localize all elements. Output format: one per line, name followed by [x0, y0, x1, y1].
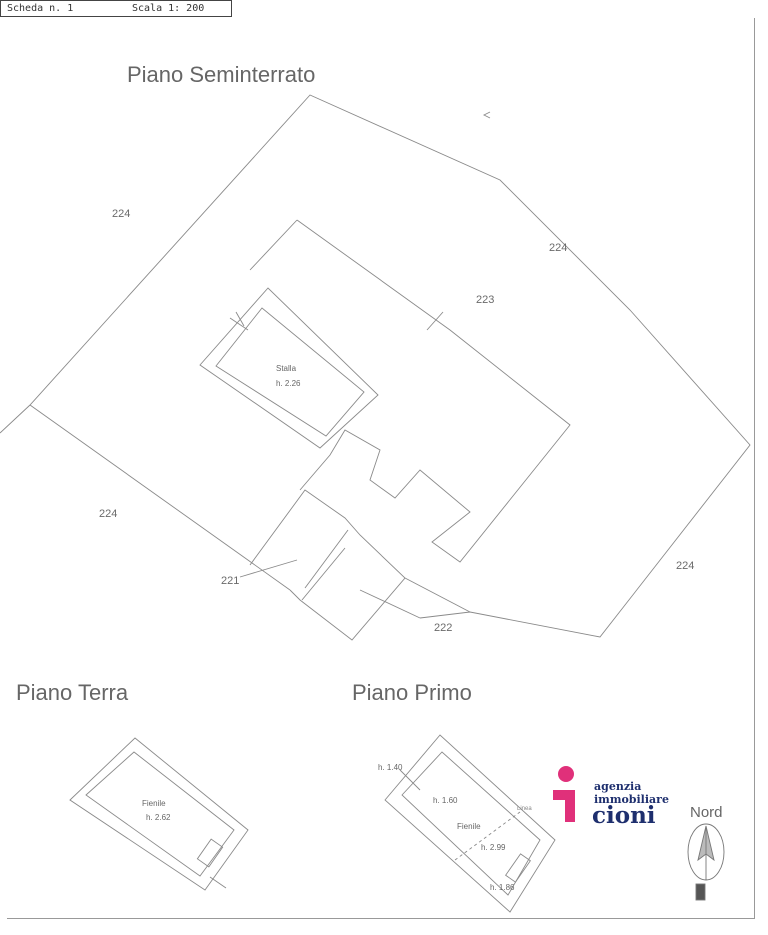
- linea-label: Linea: [517, 806, 532, 812]
- parcel-224-label: 224: [676, 560, 695, 572]
- room-stalla-height: h. 2.26: [276, 379, 301, 388]
- parcel-224-left-edge: [29, 404, 291, 591]
- room-fienile-primo-name: Fienile: [457, 822, 481, 831]
- logo-line-cioni: cioni: [592, 802, 656, 829]
- small-arrow-mark: [482, 111, 491, 119]
- logo-line-immobiliare: immobiliare: [594, 793, 669, 806]
- scale-label: Scala 1: 200: [132, 3, 205, 14]
- primo-inner-wall: [401, 751, 541, 896]
- header-box: Scheda n. 1 Scala 1: 200: [0, 0, 232, 17]
- room-fienile-terra-name: Fienile: [142, 799, 166, 808]
- height-label: h. 1.60: [433, 796, 458, 805]
- parcel-224-boundary: [0, 94, 751, 638]
- parcel-224-label: 224: [112, 208, 131, 220]
- cioni-logo-mark: [553, 766, 575, 822]
- parcel-223-label: 223: [476, 294, 495, 306]
- height-label: h. 1.86: [490, 883, 515, 892]
- parcel-224-label: 224: [99, 508, 118, 520]
- parcel-222-edge: [404, 577, 471, 613]
- terra-door: [209, 876, 227, 889]
- building-223-inner: [249, 219, 298, 271]
- primo-linea-dashed: [454, 811, 521, 861]
- building-221-wall-b: [301, 547, 346, 601]
- terra-stair: [196, 838, 224, 868]
- north-compass: [687, 823, 725, 901]
- primo-stair: [505, 853, 531, 883]
- terra-inner-wall: [85, 751, 235, 877]
- stalla-stair-a: [229, 317, 249, 331]
- primo-outer-wall: [384, 734, 556, 913]
- parcel-222-label: 222: [434, 622, 453, 634]
- building-221-outline: [249, 489, 406, 641]
- height-label: h. 2.99: [481, 843, 506, 852]
- terra-outer-wall: [69, 737, 249, 891]
- parcel-221-label: 221: [221, 575, 240, 587]
- stalla-stair-b: [235, 311, 245, 327]
- scheda-number: Scheda n. 1: [7, 3, 74, 14]
- building-wall-cut: [426, 311, 444, 331]
- stalla-outer-wall: [199, 287, 379, 449]
- building-221-wall-a: [304, 529, 349, 589]
- primo-h140-pointer: [399, 769, 421, 791]
- title-piano-primo: Piano Primo: [352, 680, 472, 705]
- compass-label: Nord: [690, 804, 723, 821]
- building-222-line: [359, 589, 421, 619]
- title-piano-seminterrato: Piano Seminterrato: [127, 62, 316, 87]
- room-fienile-terra-height: h. 2.62: [146, 813, 171, 822]
- title-piano-terra: Piano Terra: [16, 680, 129, 705]
- stalla-inner-wall: [215, 307, 365, 437]
- room-stalla-name: Stalla: [276, 364, 297, 373]
- parcel-224-label: 224: [549, 242, 568, 254]
- logo-line-agenzia: agenzia: [594, 780, 642, 793]
- building-223-outline: [296, 219, 571, 563]
- height-label: h. 1.40: [378, 763, 403, 772]
- page-frame: [7, 18, 755, 919]
- parcel-221-pointer: [239, 559, 298, 578]
